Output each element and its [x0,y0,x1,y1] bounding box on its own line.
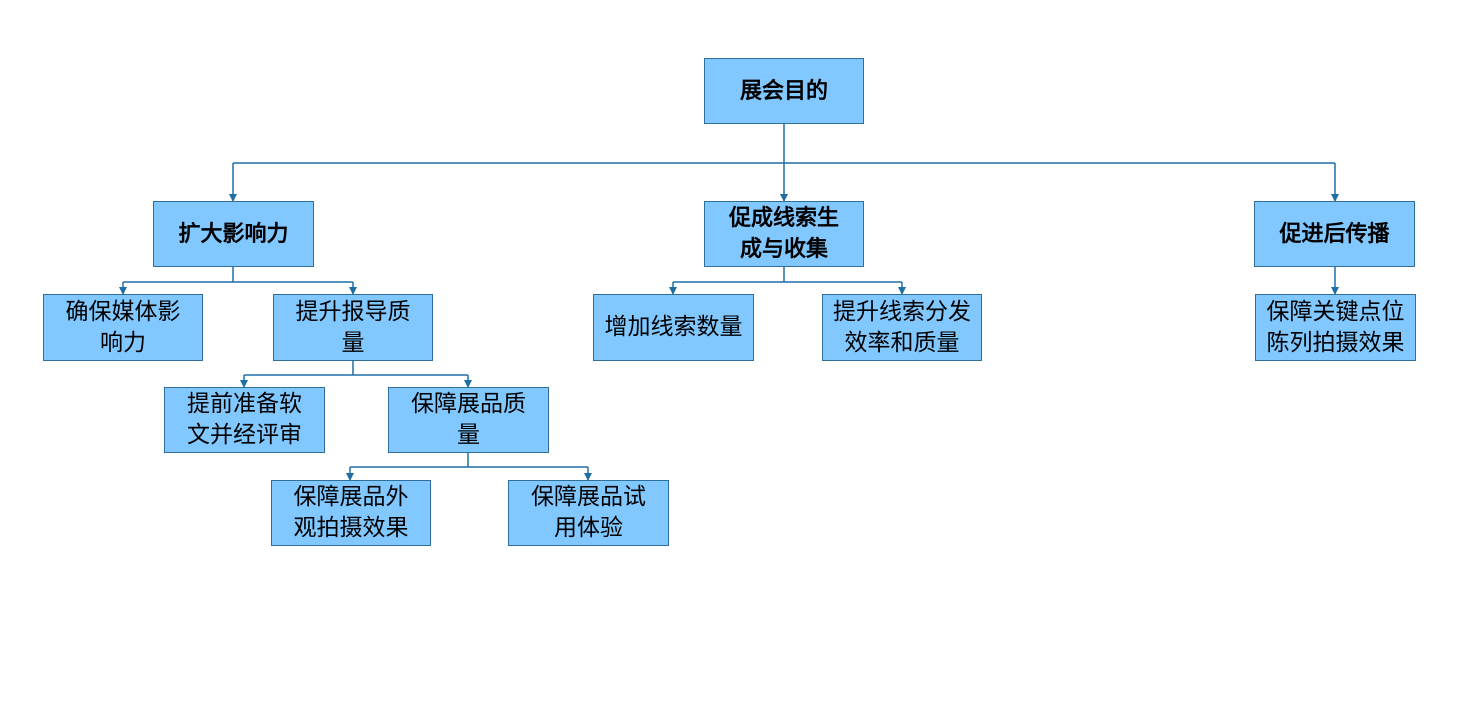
node-lead-dispatch: 提升线索分发 效率和质量 [822,294,982,361]
node-lead-count: 增加线索数量 [593,294,754,361]
node-key-display: 保障关键点位 陈列拍摄效果 [1255,294,1416,361]
node-expand-influence: 扩大影响力 [153,201,314,267]
node-media-influence: 确保媒体影 响力 [43,294,203,361]
node-post-spread: 促进后传播 [1254,201,1415,267]
node-exhibit-trial: 保障展品试 用体验 [508,480,669,546]
node-exhibition-purpose: 展会目的 [704,58,864,124]
node-prepare-articles: 提前准备软 文并经评审 [164,387,325,453]
node-exhibit-appearance: 保障展品外 观拍摄效果 [271,480,431,546]
node-exhibit-quality: 保障展品质 量 [388,387,549,453]
node-lead-generation: 促成线索生 成与收集 [704,201,864,267]
node-report-quality: 提升报导质 量 [273,294,433,361]
